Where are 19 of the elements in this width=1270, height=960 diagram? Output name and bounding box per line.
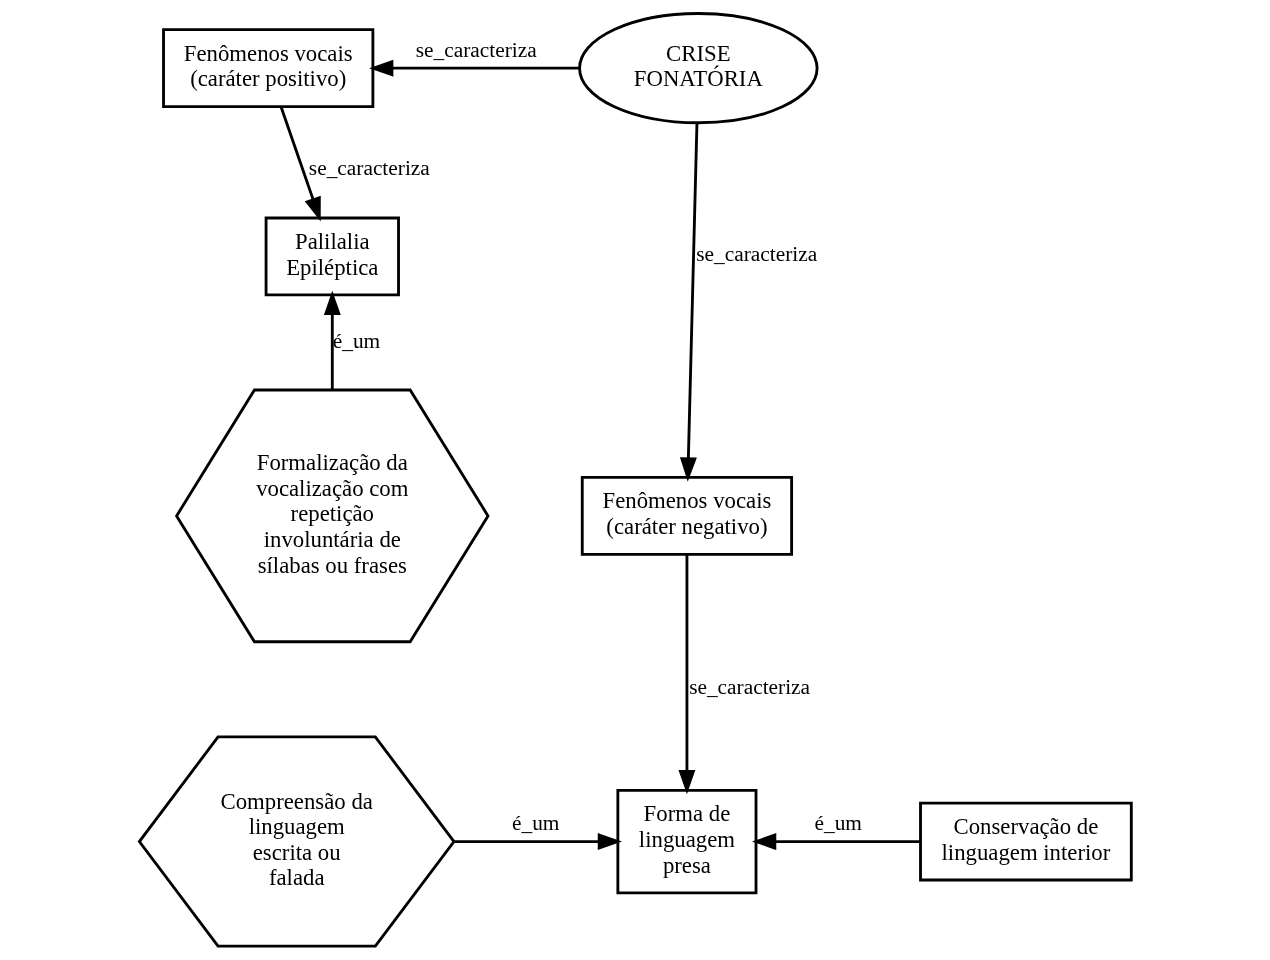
arrow — [751, 833, 920, 851]
arrow — [453, 833, 622, 851]
node-box: Fenômenos vocais (caráter positivo) — [161, 28, 374, 109]
arrow — [279, 106, 321, 222]
arrow — [323, 290, 341, 391]
edge-label: se_caracteriza — [415, 37, 537, 62]
edge-label: se_caracteriza — [688, 675, 810, 700]
node-ellipse: CRISE FONATÓRIA — [577, 12, 818, 125]
node-box: Palilalia Epiléptica — [264, 216, 400, 297]
arrow — [368, 59, 579, 77]
arrow — [679, 122, 698, 482]
edge-label: é_um — [814, 811, 862, 836]
edge-label: se_caracteriza — [308, 156, 430, 181]
node-box: Fenômenos vocais (caráter negativo) — [580, 476, 793, 556]
edge-label: é_um — [511, 811, 559, 836]
arrow — [677, 554, 695, 795]
node-box: Conservação de linguagem interior — [918, 801, 1133, 882]
edge-label: se_caracteriza — [695, 242, 817, 267]
node-box: Forma de linguagem presa — [615, 788, 757, 895]
